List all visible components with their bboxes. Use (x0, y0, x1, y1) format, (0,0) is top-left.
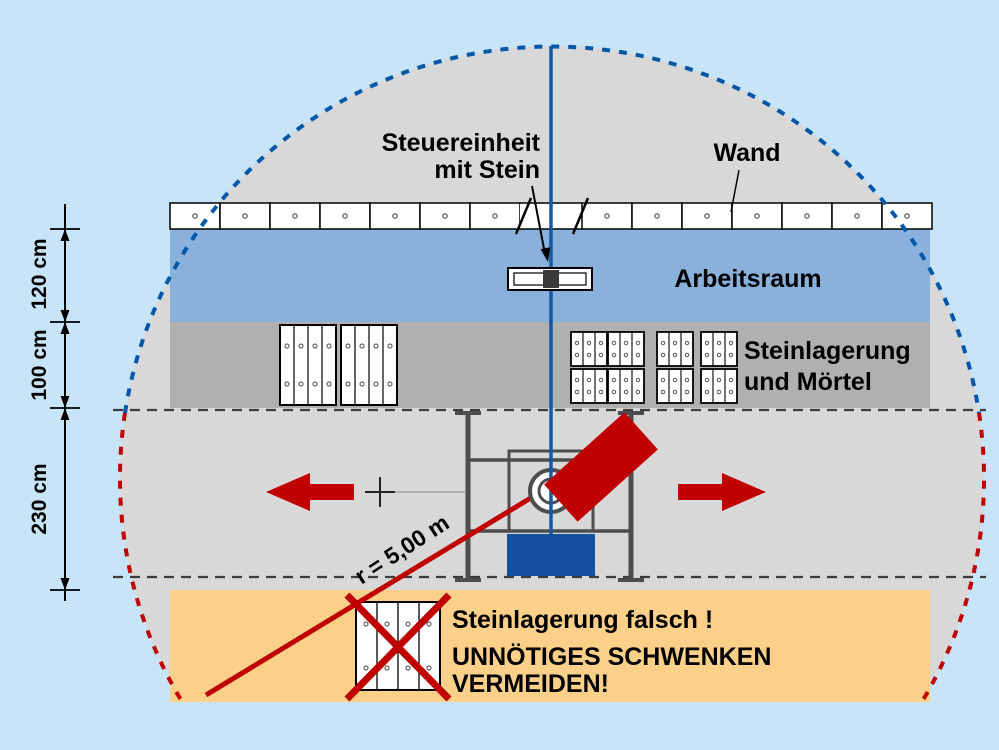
swing-arc-red-left (117, 412, 183, 702)
dimension-100cm: 100 cm (28, 329, 51, 401)
warning-band (170, 590, 930, 702)
control-unit (507, 267, 593, 291)
dimension-120cm: 120 cm (28, 238, 51, 310)
dimension-chain (50, 204, 80, 601)
label-warning-line2: UNNÖTIGES SCHWENKEN VERMEIDEN! (452, 643, 772, 698)
label-storage: Steinlagerung und Mörtel (744, 336, 944, 399)
label-storage-line1: Steinlagerung (744, 337, 911, 365)
label-wall: Wand (713, 139, 781, 167)
label-storage-line2: und Mörtel (744, 368, 872, 397)
cross-out-mark (344, 592, 452, 702)
wall-break-mark (571, 197, 590, 235)
label-control-unit-line1: Steuereinheit (381, 129, 540, 157)
wall-leader-line (730, 169, 740, 213)
swing-arc-blue (123, 44, 981, 414)
wall-break-mark (514, 197, 533, 235)
boom-block (544, 412, 658, 522)
swing-arc-red-right (921, 412, 987, 702)
crossed-pallet (344, 592, 452, 702)
label-work-area: Arbeitsraum (674, 265, 822, 293)
arrow-right (678, 473, 766, 511)
control-unit-arrow (531, 185, 551, 262)
bottom-mask (0, 702, 999, 750)
position-crosshair (365, 477, 466, 507)
equipment-box (507, 534, 595, 576)
label-warning-line1: Steinlagerung falsch ! (452, 606, 714, 634)
label-control-unit: Steuereinheit mit Stein (290, 130, 540, 184)
label-control-unit-line2: mit Stein (434, 156, 540, 184)
dimension-230cm: 230 cm (28, 463, 51, 535)
arrow-left (266, 473, 354, 511)
